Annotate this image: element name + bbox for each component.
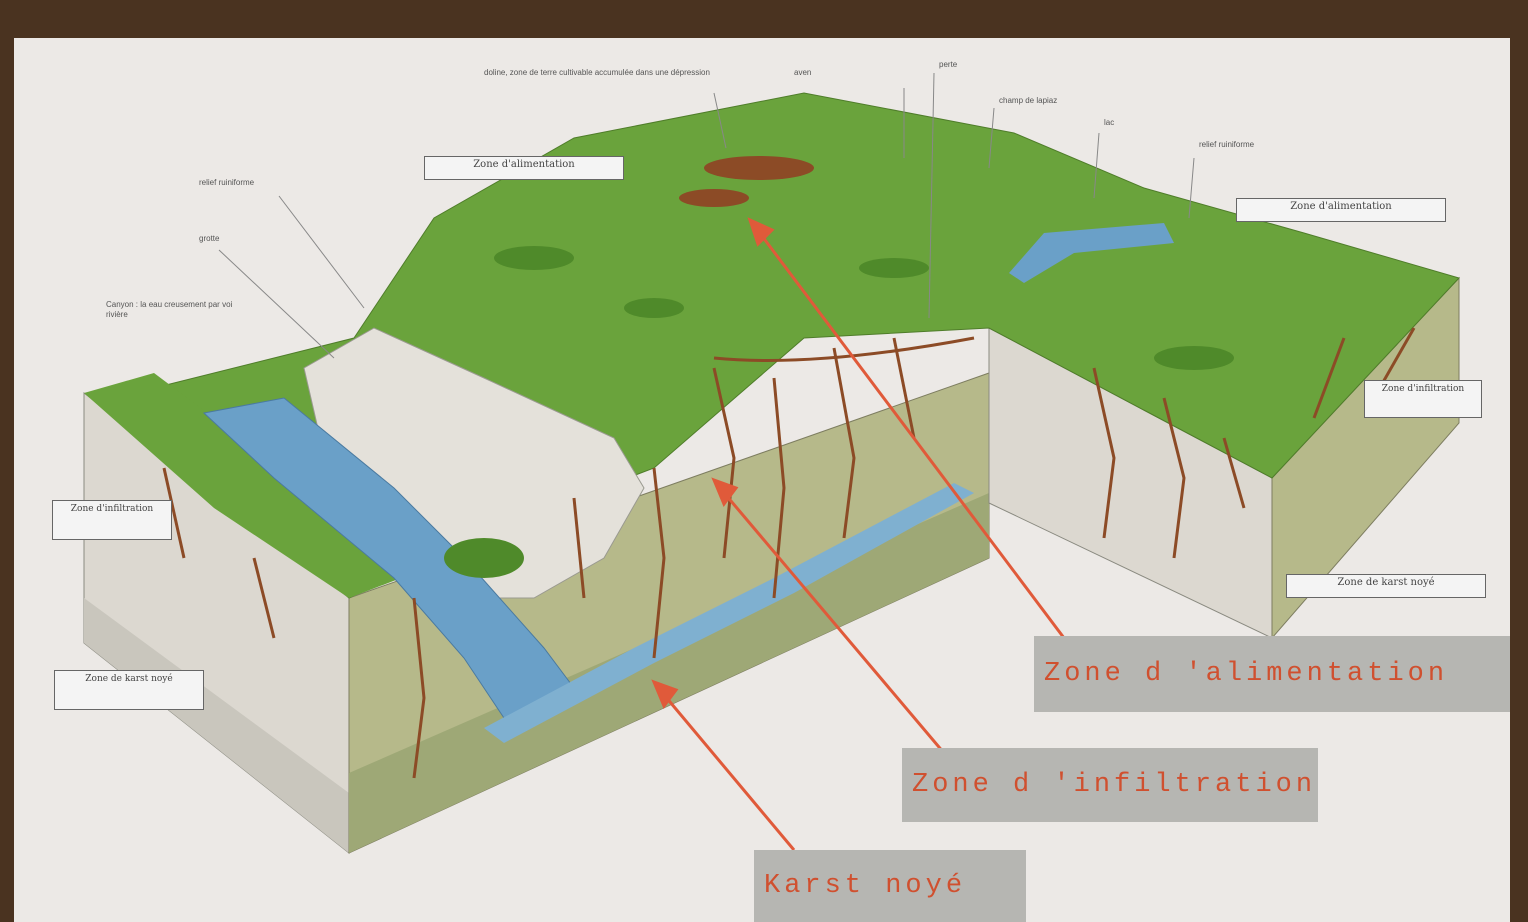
doline-2 xyxy=(679,189,749,207)
box-zone-alimentation-right: Zone d'alimentation xyxy=(1236,198,1446,222)
callout-arrows xyxy=(651,217,1066,851)
label-grotte: grotte xyxy=(199,234,220,243)
label-doline: doline, zone de terre cultivable accumul… xyxy=(484,68,710,77)
box-zone-infiltration-left: Zone d'infiltration xyxy=(52,500,172,540)
karst-fissures xyxy=(162,327,1416,779)
box-zone-alimentation-top: Zone d'alimentation xyxy=(424,156,624,180)
label-relief-left: relief ruiniforme xyxy=(199,178,255,187)
label-perte: perte xyxy=(939,60,958,69)
box-zone-karst-right: Zone de karst noyé xyxy=(1286,574,1486,598)
vegetation-patches xyxy=(444,246,1234,578)
callout-karst-noye: Karst noyé xyxy=(754,850,1026,922)
doline xyxy=(704,156,814,180)
callout-zone-alimentation: Zone d 'alimentation xyxy=(1034,636,1510,712)
lake xyxy=(1009,223,1174,283)
label-canyon: Canyon : la eau creusement par voi riviè… xyxy=(106,300,233,319)
label-relief-top: relief ruiniforme xyxy=(1199,140,1255,149)
callout-zone-infiltration: Zone d 'infiltration xyxy=(902,748,1318,822)
front-saturated-band xyxy=(349,493,989,853)
box-zone-infiltration-right: Zone d'infiltration xyxy=(1364,380,1482,418)
projection-screen: doline, zone de terre cultivable accumul… xyxy=(14,38,1510,922)
box-zone-karst-left: Zone de karst noyé xyxy=(54,670,204,710)
label-aven: aven xyxy=(794,68,812,77)
karst-block-diagram xyxy=(83,72,1460,855)
label-lac: lac xyxy=(1104,118,1115,127)
underground-river xyxy=(484,483,974,743)
label-champ-lapiaz: champ de lapiaz xyxy=(999,96,1058,105)
left-plateau xyxy=(84,373,414,598)
left-saturated-band xyxy=(84,598,349,853)
